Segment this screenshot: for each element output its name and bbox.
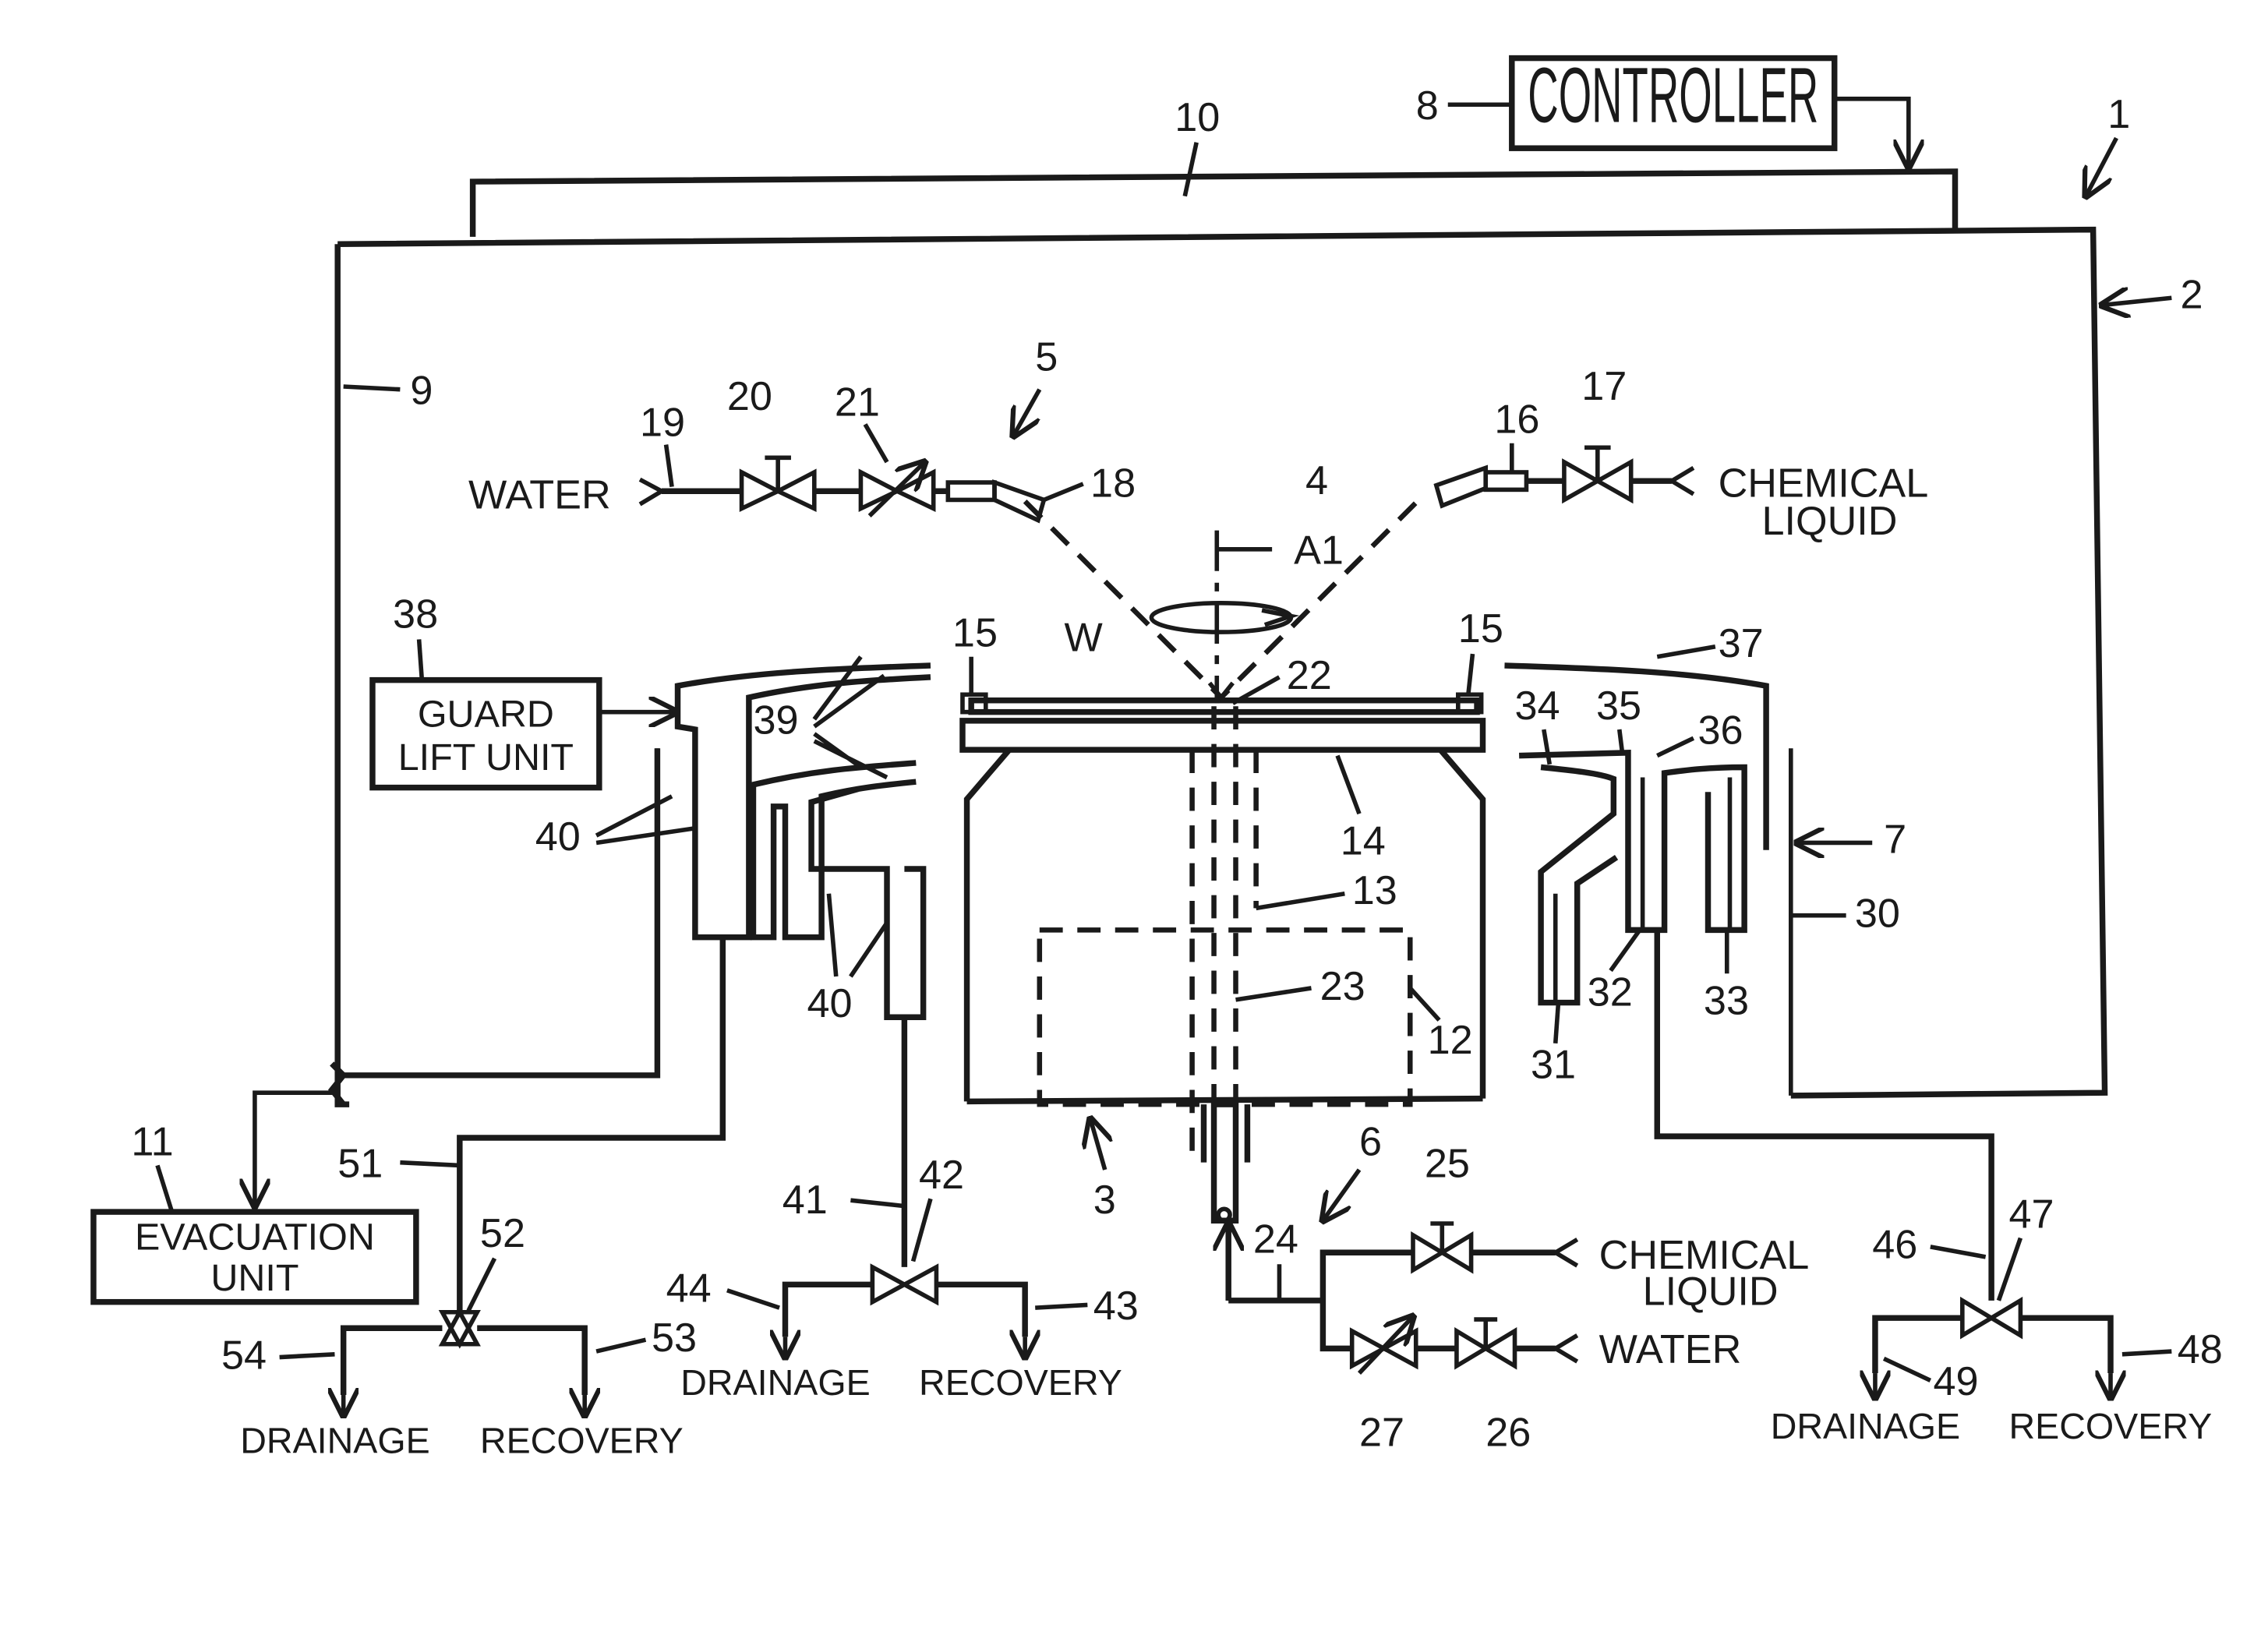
ref-49: 49 <box>1934 1359 1979 1404</box>
bottom-nozzle-supply: CHEMICAL LIQUID WATER <box>1228 1220 1809 1373</box>
wafer-label: W <box>1064 615 1103 660</box>
chamber <box>337 171 2104 1104</box>
ref-44: 44 <box>666 1266 712 1312</box>
ref-3: 3 <box>1093 1178 1116 1223</box>
ref-12: 12 <box>1428 1018 1473 1063</box>
axis-label: A1 <box>1294 528 1344 573</box>
water-bottom-label: WATER <box>1599 1327 1742 1372</box>
ref-1: 1 <box>2107 92 2130 137</box>
ref-7: 7 <box>1884 817 1906 863</box>
ref-41: 41 <box>782 1178 828 1223</box>
ref-30: 30 <box>1855 892 1900 937</box>
outlet-labels: DRAINAGE RECOVERY DRAINAGE RECOVERY DRAI… <box>240 1362 2212 1461</box>
ref-9: 9 <box>410 368 433 413</box>
ref-11: 11 <box>131 1119 173 1164</box>
ref-17: 17 <box>1581 364 1627 409</box>
guard-lift-unit-label-1: GUARD <box>418 693 554 735</box>
ref-15b: 15 <box>1458 606 1503 652</box>
ref-31: 31 <box>1531 1043 1576 1088</box>
ref-25: 25 <box>1425 1141 1470 1186</box>
ref-34: 34 <box>1515 683 1560 729</box>
ref-46: 46 <box>1872 1223 1917 1268</box>
ref-43: 43 <box>1093 1284 1139 1329</box>
ref-8: 8 <box>1416 83 1439 129</box>
ref-54: 54 <box>221 1333 267 1378</box>
ref-40a: 40 <box>535 814 581 860</box>
ref-33: 33 <box>1704 978 1749 1023</box>
ref-19: 19 <box>640 400 685 445</box>
ref-22: 22 <box>1287 653 1332 698</box>
water-line-top: WATER <box>468 457 1044 520</box>
ref-26: 26 <box>1486 1410 1531 1455</box>
ref-47: 47 <box>2008 1192 2054 1238</box>
chemical-bottom-label-2: LIQUID <box>1643 1269 1779 1314</box>
ref-35: 35 <box>1596 683 1641 729</box>
ref-20: 20 <box>727 374 772 419</box>
ref-53: 53 <box>652 1315 697 1361</box>
ref-15a: 15 <box>952 611 998 656</box>
ref-10: 10 <box>1175 95 1220 140</box>
ref-16: 16 <box>1494 397 1539 443</box>
ref-13: 13 <box>1352 868 1397 913</box>
ref-5: 5 <box>1035 334 1058 380</box>
right-guards <box>1504 666 1790 1096</box>
guard-lift-unit-label-2: LIFT UNIT <box>398 736 574 779</box>
controller-box: CONTROLLER <box>1512 52 1909 168</box>
drainage-left-label: DRAINAGE <box>240 1421 429 1461</box>
spin-chuck <box>963 531 1483 1221</box>
ref-24: 24 <box>1253 1216 1298 1262</box>
water-top-label: WATER <box>468 473 611 518</box>
ref-27: 27 <box>1359 1410 1404 1455</box>
ref-6: 6 <box>1359 1119 1382 1164</box>
ref-21: 21 <box>835 380 880 425</box>
ref-23: 23 <box>1320 964 1365 1009</box>
ref-18: 18 <box>1090 461 1136 507</box>
ref-42: 42 <box>919 1153 964 1198</box>
recovery-mid-label: RECOVERY <box>919 1362 1122 1403</box>
guard-lift-unit-box: GUARD LIFT UNIT <box>373 680 677 788</box>
ref-14: 14 <box>1341 818 1386 863</box>
drainage-right-label: DRAINAGE <box>1771 1406 1960 1446</box>
recovery-left-label: RECOVERY <box>480 1421 684 1461</box>
ref-37: 37 <box>1719 621 1764 666</box>
ref-38: 38 <box>393 592 438 637</box>
recovery-right-label: RECOVERY <box>2008 1406 2212 1446</box>
chemical-top-label-2: LIQUID <box>1762 499 1898 544</box>
ref-4: 4 <box>1305 458 1328 503</box>
ref-32: 32 <box>1588 969 1633 1015</box>
controller-label: CONTROLLER <box>1528 52 1818 139</box>
ref-39: 39 <box>753 698 798 743</box>
ref-2: 2 <box>2181 272 2203 317</box>
evacuation-unit-label-2: UNIT <box>210 1257 299 1299</box>
ref-36: 36 <box>1697 708 1743 754</box>
ref-48: 48 <box>2178 1327 2223 1372</box>
ref-52: 52 <box>480 1211 525 1256</box>
ref-40b: 40 <box>807 981 852 1026</box>
drainage-mid-label: DRAINAGE <box>680 1362 870 1403</box>
evacuation-unit-label-1: EVACUATION <box>135 1216 375 1259</box>
nozzle-spray <box>1025 501 1417 697</box>
ref-51: 51 <box>337 1141 383 1186</box>
